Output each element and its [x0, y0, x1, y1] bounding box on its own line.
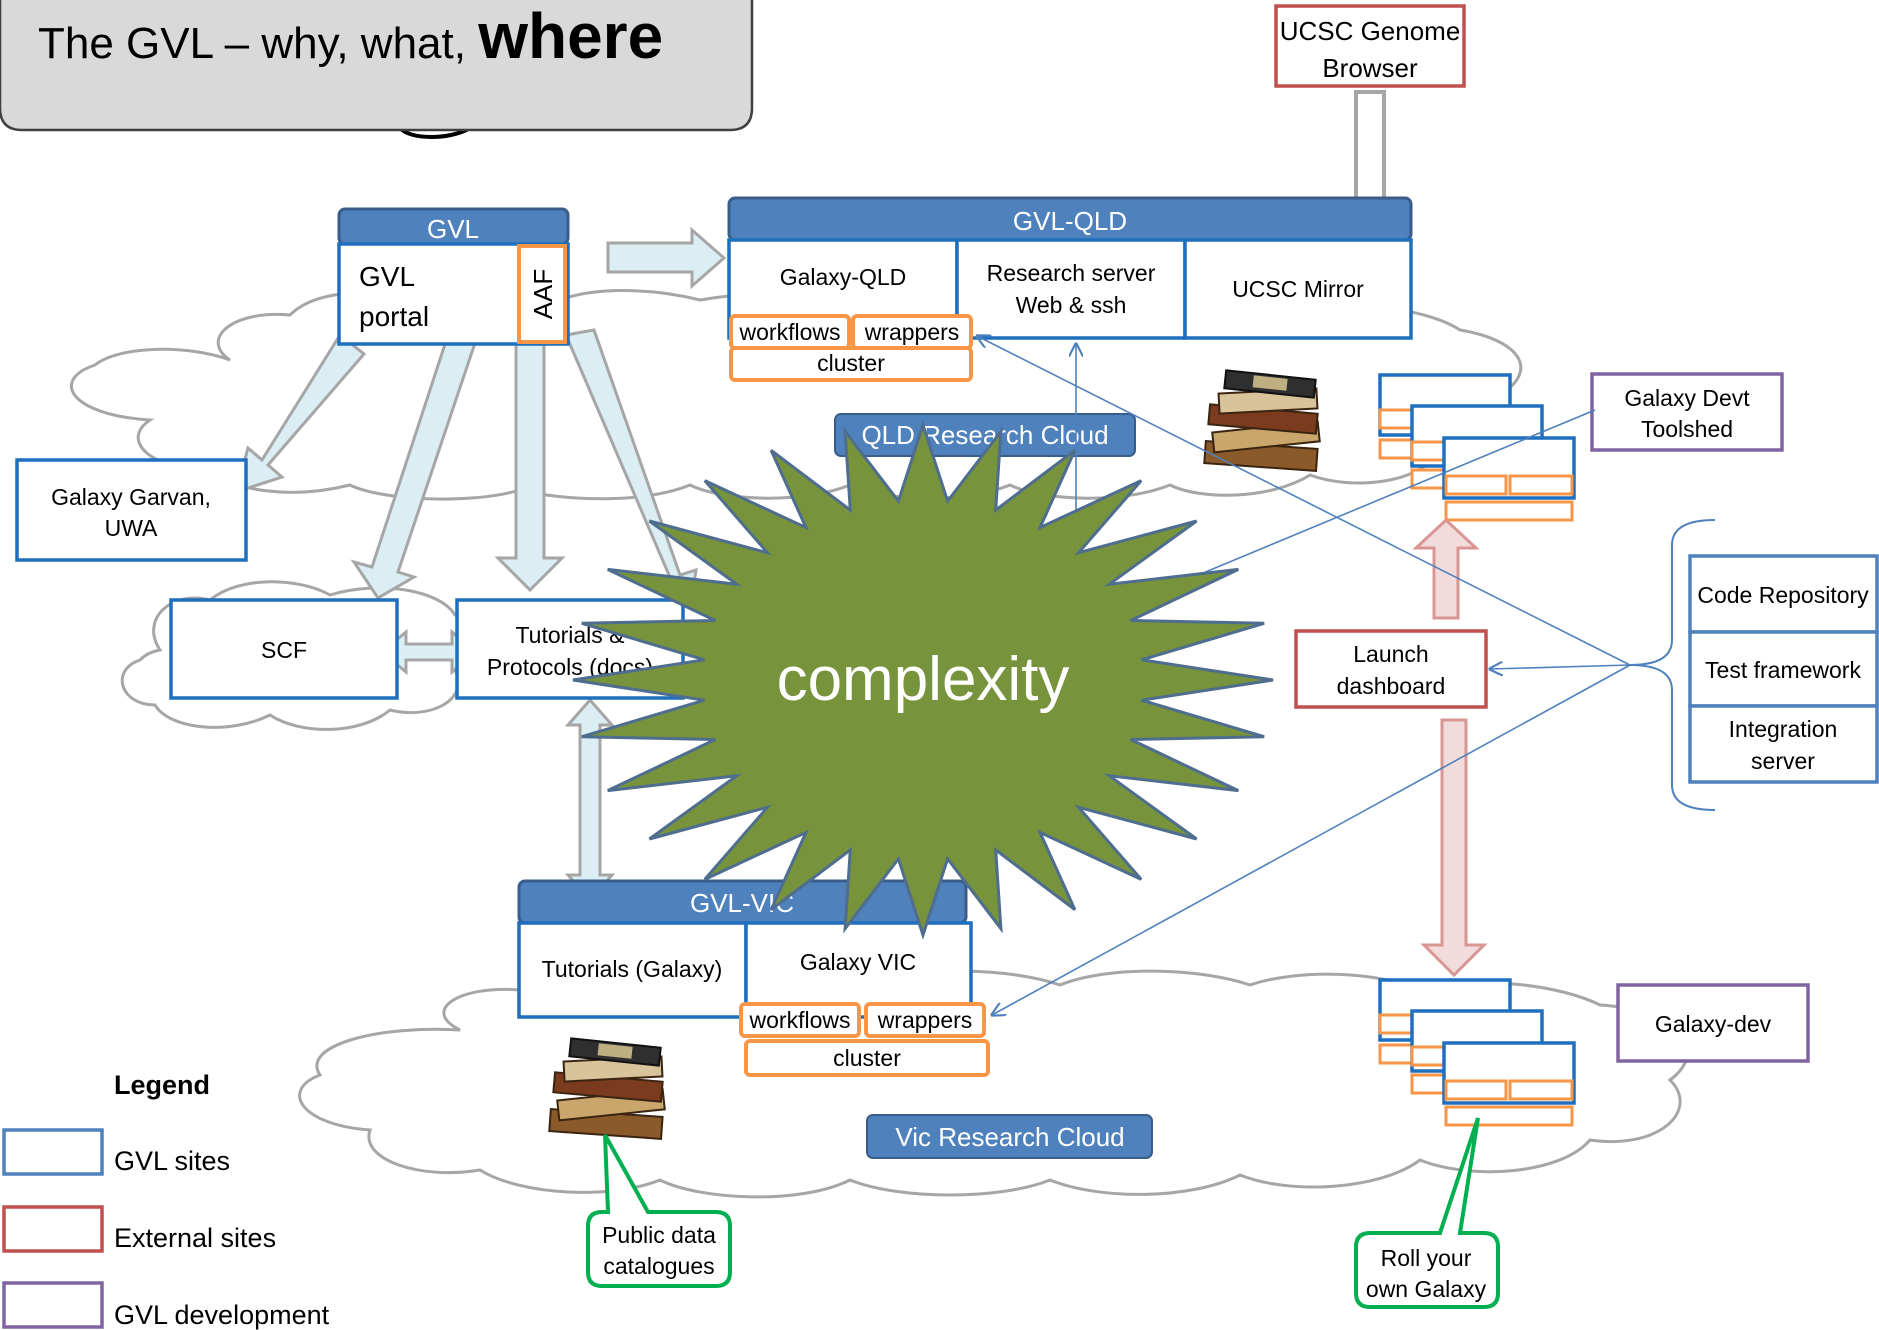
legend: Legend GVL sites External sites GVL deve…	[2, 1070, 330, 1330]
galaxy-garvan-box: Galaxy Garvan, UWA	[15, 458, 248, 562]
aaf-label: AAF	[528, 269, 558, 320]
dev-tools-stack: Code Repository Test framework Integrati…	[1688, 554, 1879, 784]
gvl-qld-header: GVL-QLD	[1013, 206, 1127, 236]
books-icon-vic	[548, 1037, 666, 1140]
title-box: The GVL – why, what, where	[0, 0, 754, 132]
scf-box: SCF	[169, 598, 399, 700]
launch-dashboard-line1: Launch	[1353, 641, 1428, 667]
tutorials-galaxy-label: Tutorials (Galaxy)	[542, 956, 723, 982]
vic-wrappers: wrappers	[877, 1007, 973, 1033]
legend-swatch-gvl-sites	[2, 1128, 104, 1176]
gvl-to-scf-arrow	[350, 333, 478, 601]
books-icon	[1203, 369, 1321, 472]
qld-cloud-label: QLD Research Cloud	[834, 413, 1136, 457]
launch-dashboard-line2: dashboard	[1337, 673, 1446, 699]
ucsc-mirror-label: UCSC Mirror	[1232, 276, 1364, 302]
complexity-label: complexity	[777, 645, 1070, 714]
gvl-site: GVL GVL portal AAF	[337, 207, 570, 346]
vic-cluster: cluster	[833, 1045, 901, 1071]
stacked-instances-top	[1378, 373, 1576, 522]
galaxy-qld-label: Galaxy-QLD	[780, 264, 907, 290]
gvl-to-garvan-arrow	[233, 332, 367, 495]
gvl-to-tutorials-arrow	[494, 333, 566, 593]
qld-cloud-label-text: QLD Research Cloud	[861, 420, 1108, 450]
launch-arrows	[1412, 517, 1488, 978]
research-server-line1: Research server	[987, 260, 1156, 286]
toolshed-line1: Galaxy Devt	[1624, 385, 1750, 411]
research-server-line2: Web & ssh	[1016, 292, 1127, 318]
gvl-portal-line2: portal	[359, 301, 429, 332]
scf-label: SCF	[261, 637, 307, 663]
gvl-vic-site: GVL-VIC Tutorials (Galaxy) Galaxy VIC wo…	[517, 879, 990, 1077]
roll-your-own-line2: own Galaxy	[1366, 1276, 1487, 1302]
garvan-line2: UWA	[105, 515, 158, 541]
qld-workflows: workflows	[739, 319, 841, 345]
integration-server-line2: server	[1751, 748, 1815, 774]
gvl-portal-arrows	[233, 226, 727, 903]
garvan-line1: Galaxy Garvan,	[51, 484, 211, 510]
galaxy-vic-label: Galaxy VIC	[800, 949, 916, 975]
public-data-callout: Public data catalogues	[586, 1134, 732, 1288]
public-data-line2: catalogues	[603, 1253, 714, 1279]
vic-cloud-label-text: Vic Research Cloud	[895, 1122, 1124, 1152]
launch-dashboard-box: Launch dashboard	[1294, 629, 1488, 709]
tutorials-vic-double-arrow	[564, 697, 616, 903]
gvl-to-qld-arrow	[606, 226, 727, 290]
gvl-qld-site: GVL-QLD Galaxy-QLD Research server Web &…	[727, 196, 1413, 382]
ucsc-browser-line2: Browser	[1322, 53, 1418, 83]
qld-wrappers: wrappers	[864, 319, 960, 345]
legend-swatch-development	[2, 1281, 104, 1329]
roll-your-own-line1: Roll your	[1381, 1245, 1472, 1271]
launch-up-arrow	[1412, 517, 1480, 620]
public-data-line1: Public data	[602, 1222, 716, 1248]
stacked-instances-bottom	[1378, 978, 1576, 1127]
legend-title: Legend	[114, 1070, 210, 1100]
legend-swatch-external	[2, 1205, 104, 1253]
launch-down-arrow	[1420, 718, 1488, 978]
vic-cloud-label: Vic Research Cloud	[866, 1114, 1153, 1159]
legend-gvl-sites: GVL sites	[114, 1146, 230, 1176]
ucsc-browser-line1: UCSC Genome	[1280, 16, 1461, 46]
code-repository-label: Code Repository	[1697, 582, 1869, 608]
tutorials-box: Tutorials & Protocols (docs)	[455, 598, 685, 700]
test-framework-label: Test framework	[1705, 657, 1861, 683]
toolshed-line2: Toolshed	[1641, 416, 1733, 442]
qld-cluster: cluster	[817, 350, 885, 376]
page-title-emphasis: where	[477, 0, 663, 72]
integration-server-line1: Integration	[1729, 716, 1838, 742]
complexity-starburst-shape	[572, 420, 1274, 940]
gvl-header: GVL	[427, 214, 479, 244]
galaxy-dev-label: Galaxy-dev	[1655, 1011, 1772, 1037]
galaxy-dev-box: Galaxy-dev	[1616, 983, 1810, 1063]
galaxy-devt-toolshed-box: Galaxy Devt Toolshed	[1590, 372, 1784, 452]
ucsc-genome-browser-box: UCSC Genome Browser	[1274, 4, 1466, 88]
legend-gvl-development: GVL development	[114, 1300, 330, 1330]
complexity-burst: complexity	[572, 420, 1274, 940]
svg-text:The GVL – why, what, where: The GVL – why, what, where	[38, 0, 663, 72]
vic-workflows: workflows	[749, 1007, 851, 1033]
page-title: The GVL – why, what,	[38, 19, 478, 68]
gvl-portal-line1: GVL	[359, 261, 415, 292]
legend-external-sites: External sites	[114, 1223, 276, 1253]
roll-your-own-callout: Roll your own Galaxy	[1354, 1117, 1500, 1309]
